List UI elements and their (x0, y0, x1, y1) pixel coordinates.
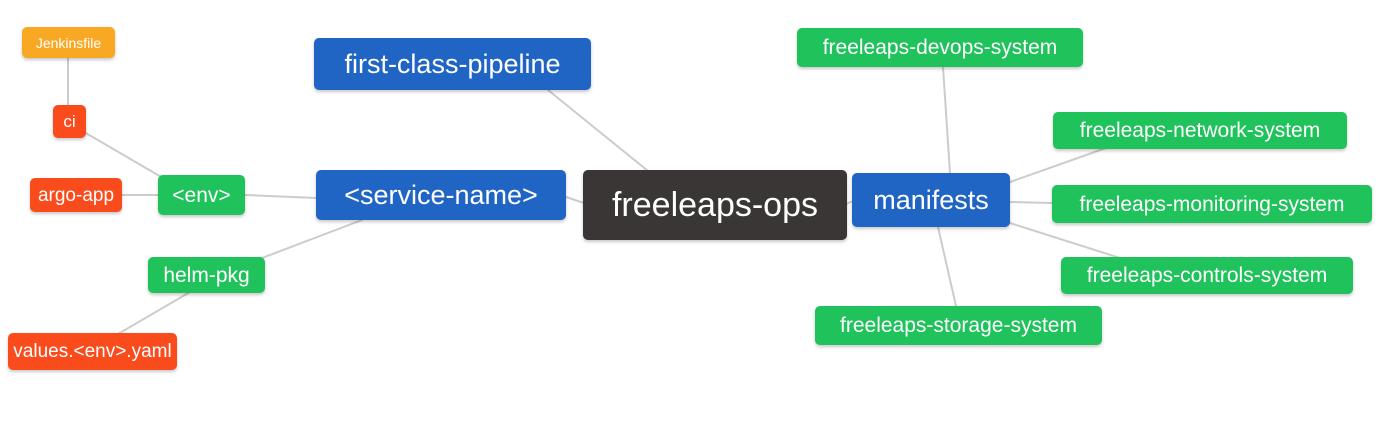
edge-manifests-devops-system (942, 66, 951, 174)
node-monitoring-system[interactable]: freeleaps-monitoring-system (1052, 185, 1372, 223)
node-first-class-pipeline[interactable]: first-class-pipeline (314, 38, 591, 90)
node-label: ci (63, 112, 76, 131)
node-argo-app[interactable]: argo-app (30, 178, 122, 212)
edge-manifests-monitoring-system (1009, 201, 1053, 204)
node-label: helm-pkg (163, 263, 250, 287)
node-label: Jenkinsfile (35, 34, 102, 51)
edge-helm-pkg-service-name (261, 219, 363, 259)
node-helm-pkg[interactable]: helm-pkg (148, 257, 265, 293)
node-network-system[interactable]: freeleaps-network-system (1053, 112, 1347, 149)
node-controls-system[interactable]: freeleaps-controls-system (1061, 257, 1353, 294)
node-label: first-class-pipeline (344, 48, 561, 79)
node-label: <service-name> (344, 179, 538, 210)
edge-manifests-controls-system (1009, 222, 1121, 259)
node-manifests[interactable]: manifests (852, 173, 1010, 227)
node-label: manifests (873, 184, 989, 215)
node-jenkinsfile[interactable]: Jenkinsfile (22, 27, 115, 58)
edge-env-service-name (244, 194, 317, 199)
node-freeleaps-ops[interactable]: freeleaps-ops (583, 170, 847, 240)
edge-ci-env (83, 131, 164, 179)
node-label: argo-app (37, 184, 115, 206)
edge-manifests-storage-system (937, 226, 957, 307)
node-label: freeleaps-storage-system (840, 314, 1077, 337)
node-label: freeleaps-devops-system (822, 36, 1058, 59)
node-label: values.<env>.yaml (13, 341, 172, 362)
node-ci[interactable]: ci (53, 105, 86, 138)
node-env[interactable]: <env> (158, 175, 245, 215)
node-label: <env> (172, 183, 231, 207)
edge-manifests-network-system (1009, 147, 1107, 183)
edge-service-name-freeleaps-ops (565, 196, 585, 204)
node-service-name[interactable]: <service-name> (316, 170, 566, 220)
node-values-env-yaml[interactable]: values.<env>.yaml (8, 333, 177, 370)
node-label: freeleaps-ops (611, 186, 818, 224)
edge-first-class-pipeline-freeleaps-ops (547, 89, 649, 172)
node-label: freeleaps-monitoring-system (1079, 192, 1345, 216)
edge-freeleaps-ops-manifests (845, 200, 854, 205)
node-label: freeleaps-controls-system (1086, 264, 1328, 287)
node-storage-system[interactable]: freeleaps-storage-system (815, 306, 1102, 345)
node-devops-system[interactable]: freeleaps-devops-system (797, 28, 1083, 67)
node-label: freeleaps-network-system (1079, 119, 1321, 142)
edge-helm-pkg-values-env-yaml (117, 291, 191, 335)
